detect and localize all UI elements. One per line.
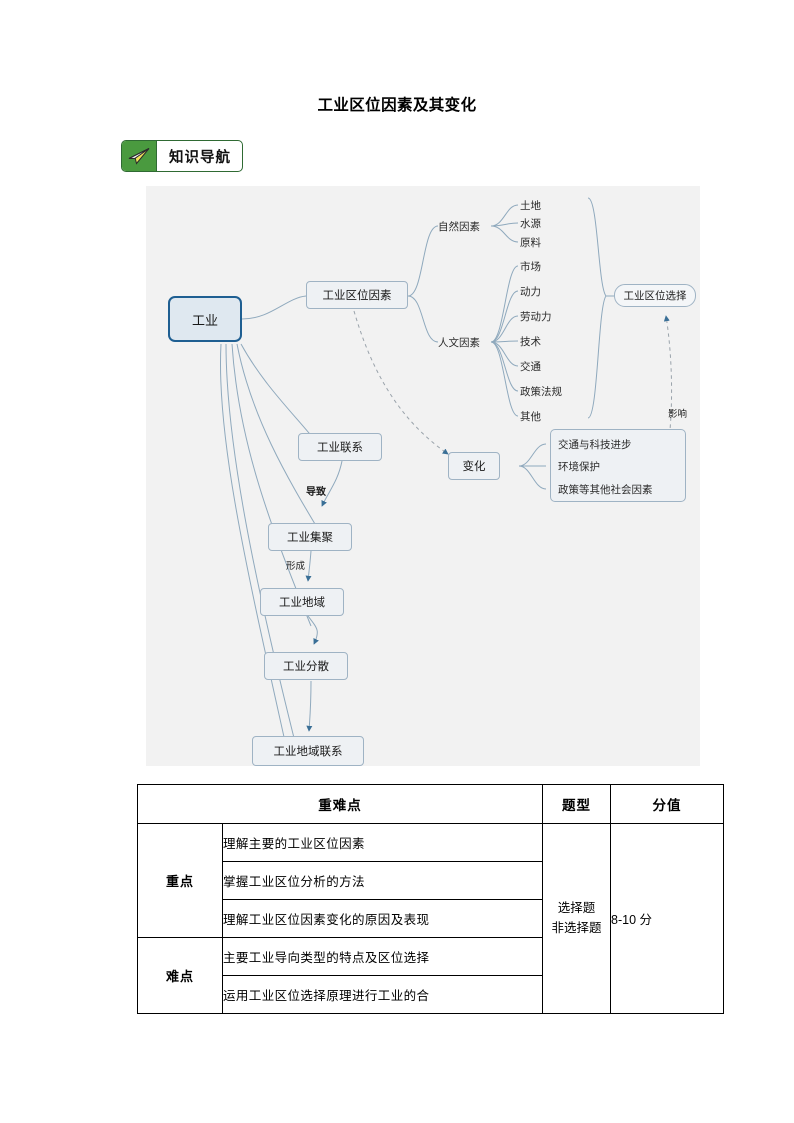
leaf-natural-1: 水源 bbox=[520, 219, 541, 230]
question-type-0: 选择题 bbox=[557, 901, 596, 916]
mindmap-node-location-choice: 工业区位选择 bbox=[614, 284, 696, 307]
page-title: 工业区位因素及其变化 bbox=[317, 97, 477, 114]
table-row: 掌握工业区位分析的方法 bbox=[138, 861, 724, 900]
leaf-human-2: 劳动力 bbox=[520, 312, 552, 323]
mindmap-node-area-linkage: 工业地域联系 bbox=[252, 736, 364, 766]
mindmap-node-industrial-area: 工业地域 bbox=[260, 588, 344, 616]
mindmap-node-linkage: 工业联系 bbox=[298, 433, 382, 461]
edge-label-forms: 形成 bbox=[286, 562, 306, 572]
leaf-human-4: 交通 bbox=[520, 362, 541, 373]
table-cell-hardpoint-0: 主要工业导向类型的特点及区位选择 bbox=[222, 937, 543, 976]
mindmap-node-agglomeration: 工业集聚 bbox=[268, 523, 352, 551]
leaf-human-5: 政策法规 bbox=[520, 387, 562, 398]
table-header-questiontype: 题型 bbox=[542, 784, 611, 824]
change-item-0: 交通与科技进步 bbox=[558, 440, 632, 451]
change-items-panel bbox=[550, 429, 686, 502]
mindmap-node-factors: 工业区位因素 bbox=[306, 281, 408, 309]
mindmap-node-change: 变化 bbox=[448, 452, 500, 480]
change-item-1: 环境保护 bbox=[558, 462, 600, 473]
leaf-human-0: 市场 bbox=[520, 262, 541, 273]
leaf-human-1: 动力 bbox=[520, 287, 541, 298]
table-cell-category-hard: 难点 bbox=[137, 937, 223, 1014]
paper-plane-icon bbox=[122, 141, 157, 171]
table-row: 理解工业区位因素变化的原因及表现 bbox=[138, 899, 724, 938]
table-header-row: 重难点 题型 分值 bbox=[137, 784, 724, 824]
mindmap-connectors bbox=[220, 197, 673, 747]
table-header-score: 分值 bbox=[610, 784, 724, 824]
table-cell-score: 8-10 分 bbox=[610, 823, 724, 1014]
group-label-human: 人文因素 bbox=[438, 338, 480, 349]
table-cell-hardpoint-1: 运用工业区位选择原理进行工业的合 bbox=[222, 975, 543, 1014]
table-cell-keypoint-1: 掌握工业区位分析的方法 bbox=[222, 861, 543, 900]
table-cell-question-types: 选择题 非选择题 bbox=[542, 823, 611, 1014]
table-row: 重点 理解主要的工业区位因素 选择题 非选择题 8-10 分 bbox=[137, 823, 724, 1014]
table-cell-keypoint-2: 理解工业区位因素变化的原因及表现 bbox=[222, 899, 543, 938]
table-cell-keypoint-0: 理解主要的工业区位因素 bbox=[222, 823, 543, 862]
edge-label-leads-to: 导致 bbox=[306, 487, 326, 498]
leaf-human-6: 其他 bbox=[520, 412, 541, 423]
mindmap-node-root: 工业 bbox=[168, 296, 242, 342]
mindmap-node-dispersion: 工业分散 bbox=[264, 652, 348, 680]
table-row: 难点 主要工业导向类型的特点及区位选择 bbox=[137, 937, 724, 1014]
table-header-keypoints: 重难点 bbox=[137, 784, 543, 824]
group-label-natural: 自然因素 bbox=[438, 222, 480, 233]
knowledge-nav-label: 知识导航 bbox=[169, 149, 231, 166]
change-item-2: 政策等其他社会因素 bbox=[558, 485, 653, 496]
leaf-natural-2: 原料 bbox=[520, 238, 541, 249]
mindmap-diagram: 工业 工业区位因素 自然因素 人文因素 土地 水源 原料 市场 动力 劳动力 技… bbox=[146, 186, 700, 766]
leaf-natural-0: 土地 bbox=[520, 201, 541, 212]
knowledge-nav-badge: 知识导航 bbox=[121, 140, 243, 172]
question-type-1: 非选择题 bbox=[551, 920, 602, 935]
edge-label-influence: 影响 bbox=[668, 410, 688, 420]
leaf-human-3: 技术 bbox=[520, 337, 541, 348]
table-row: 运用工业区位选择原理进行工业的合 bbox=[138, 975, 724, 1014]
key-points-table: 重难点 题型 分值 重点 理解主要的工业区位因素 选择题 非选择题 8-10 分… bbox=[137, 784, 724, 1014]
table-cell-category-key: 重点 bbox=[137, 823, 223, 938]
key-points-table-wrap: 重难点 题型 分值 重点 理解主要的工业区位因素 选择题 非选择题 8-10 分… bbox=[137, 784, 724, 1014]
